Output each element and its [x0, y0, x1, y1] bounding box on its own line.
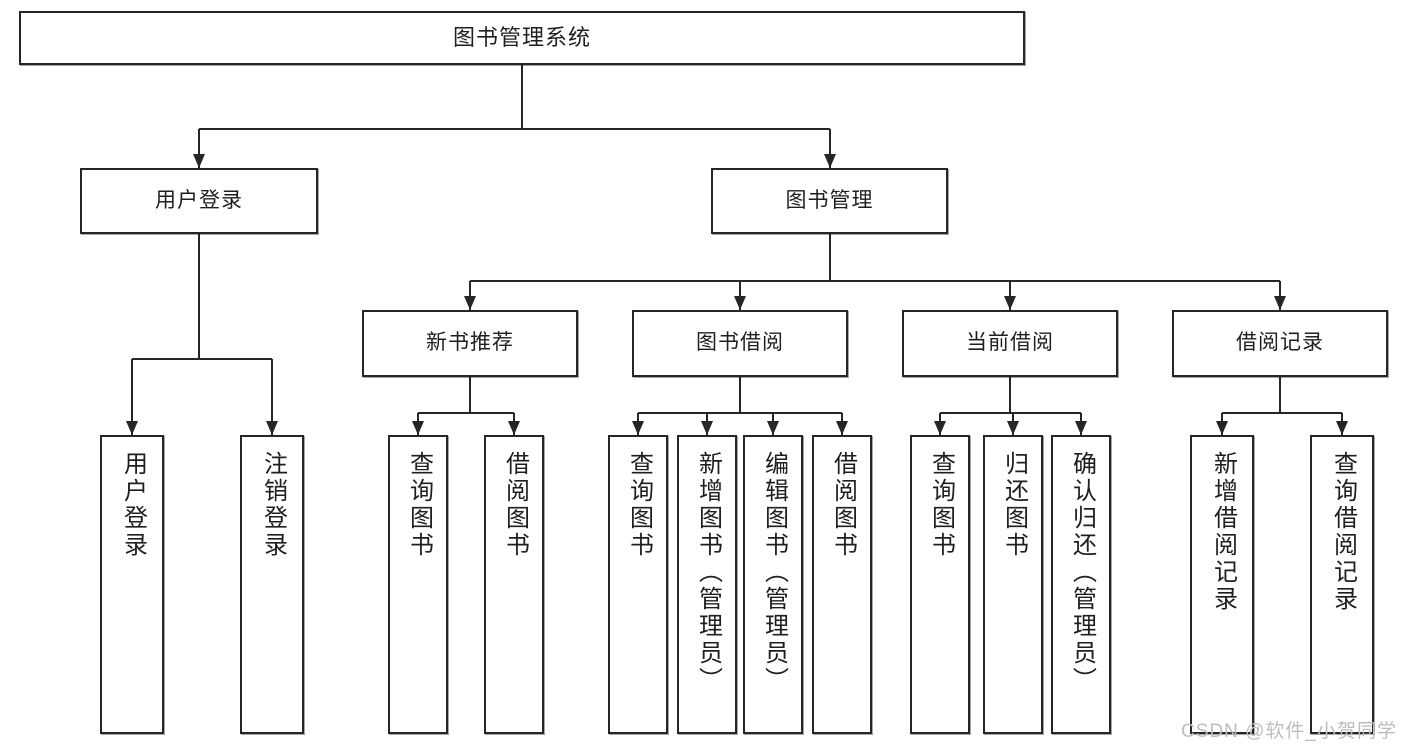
node-leaf-borrow-book[interactable]: 借阅图书: [812, 435, 872, 734]
connector-line: [1279, 377, 1281, 413]
node-book-borrow[interactable]: 图书借阅: [632, 310, 848, 377]
node-leaf-edit-book-admin[interactable]: 编辑图书（管理员）: [743, 435, 803, 734]
arrow-head-icon: [701, 421, 713, 435]
node-label: 归还图书: [1000, 451, 1028, 559]
node-label: 图书管理系统: [452, 25, 591, 51]
connector-line: [940, 412, 1081, 414]
arrow-head-icon: [1004, 296, 1016, 310]
connector-line: [521, 65, 523, 129]
node-book-management[interactable]: 图书管理: [711, 168, 948, 234]
connector-line: [198, 234, 200, 359]
node-label: 借阅图书: [829, 451, 857, 559]
connector-line: [638, 412, 842, 414]
node-label: 用户登录: [155, 188, 243, 212]
connector-line: [1279, 281, 1281, 310]
node-label: 新增图书（管理员）: [694, 451, 722, 694]
connector-line: [1009, 281, 1011, 310]
node-label: 图书借阅: [696, 331, 784, 355]
arrow-head-icon: [632, 421, 644, 435]
node-leaf-query-book-borrow[interactable]: 查询图书: [608, 435, 668, 734]
node-user-login[interactable]: 用户登录: [80, 168, 318, 234]
arrow-head-icon: [1075, 421, 1087, 435]
connector-line: [271, 359, 273, 435]
connector-line: [470, 280, 1280, 282]
connector-line: [469, 281, 471, 310]
connector-line: [1009, 377, 1011, 413]
node-label: 查询图书: [405, 451, 433, 559]
node-leaf-confirm-return-admin[interactable]: 确认归还（管理员）: [1051, 435, 1111, 734]
node-leaf-query-book-recommend[interactable]: 查询图书: [388, 435, 448, 734]
arrow-head-icon: [508, 421, 520, 435]
node-leaf-query-borrow-record[interactable]: 查询借阅记录: [1310, 435, 1374, 734]
node-leaf-return-book[interactable]: 归还图书: [983, 435, 1043, 734]
node-label: 新增借阅记录: [1209, 451, 1237, 613]
connector-line: [199, 128, 830, 130]
arrow-head-icon: [767, 421, 779, 435]
connector-line: [1222, 412, 1342, 414]
node-label: 查询图书: [927, 451, 955, 559]
connector-line: [131, 359, 133, 435]
node-leaf-add-borrow-record[interactable]: 新增借阅记录: [1190, 435, 1254, 734]
arrow-head-icon: [1274, 296, 1286, 310]
arrow-head-icon: [734, 296, 746, 310]
node-leaf-borrow-book-recommend[interactable]: 借阅图书: [484, 435, 544, 734]
connector-line: [132, 358, 272, 360]
node-leaf-user-login[interactable]: 用户登录: [100, 435, 164, 734]
node-label: 编辑图书（管理员）: [760, 451, 788, 694]
connector-line: [828, 129, 831, 168]
node-label: 注销登录: [259, 451, 287, 559]
connector-line: [469, 377, 471, 413]
node-label: 用户登录: [119, 451, 147, 559]
connector-line: [739, 281, 741, 310]
arrow-head-icon: [193, 154, 205, 168]
node-label: 查询借阅记录: [1329, 451, 1357, 613]
node-label: 确认归还（管理员）: [1068, 451, 1096, 694]
node-leaf-add-book-admin[interactable]: 新增图书（管理员）: [677, 435, 737, 734]
node-label: 查询图书: [625, 451, 653, 559]
arrow-head-icon: [836, 421, 848, 435]
arrow-head-icon: [126, 421, 138, 435]
node-new-book-recommend[interactable]: 新书推荐: [362, 310, 578, 377]
node-label: 新书推荐: [426, 331, 514, 355]
arrow-head-icon: [1216, 421, 1228, 435]
arrow-head-icon: [1336, 421, 1348, 435]
connector-line: [198, 129, 200, 168]
node-leaf-query-book-current[interactable]: 查询图书: [910, 435, 970, 734]
arrow-head-icon: [464, 296, 476, 310]
node-leaf-logout[interactable]: 注销登录: [240, 435, 304, 734]
node-label: 图书管理: [785, 188, 874, 212]
node-label: 当前借阅: [966, 331, 1054, 355]
arrow-head-icon: [1007, 421, 1019, 435]
node-borrow-record[interactable]: 借阅记录: [1172, 310, 1388, 377]
arrow-head-icon: [934, 421, 946, 435]
connector-line: [418, 412, 514, 414]
node-label: 借阅记录: [1236, 331, 1324, 355]
node-label: 借阅图书: [501, 451, 529, 559]
node-current-borrow[interactable]: 当前借阅: [902, 310, 1118, 377]
connector-line: [828, 234, 831, 281]
arrow-head-icon: [412, 421, 424, 435]
arrow-head-icon: [823, 154, 836, 168]
arrow-head-icon: [266, 421, 278, 435]
connector-line: [739, 377, 741, 413]
node-root-system[interactable]: 图书管理系统: [19, 11, 1025, 65]
